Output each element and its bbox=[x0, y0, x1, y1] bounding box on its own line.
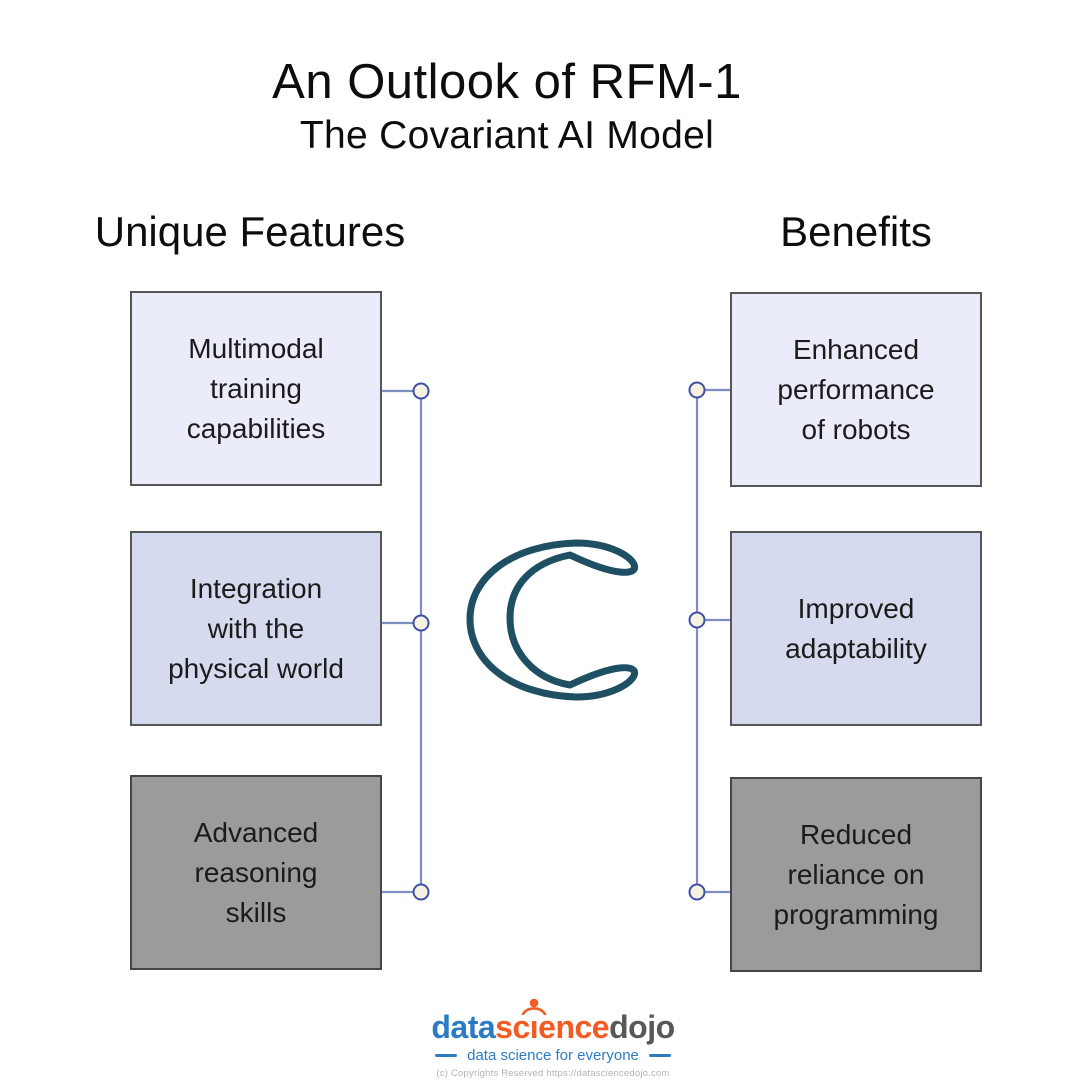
connector-node bbox=[412, 382, 430, 400]
benefit-box-reduced-programming: Reduced reliance on programming bbox=[730, 777, 982, 972]
covariant-c-logo bbox=[466, 539, 638, 701]
feature-box-physical-world-integration: Integration with the physical world bbox=[130, 531, 382, 726]
feature-box-advanced-reasoning: Advanced reasoning skills bbox=[130, 775, 382, 970]
brand-word-dojo: dojo bbox=[609, 1009, 675, 1045]
benefit-box-improved-adaptability: Improved adaptability bbox=[730, 531, 982, 726]
feature-box-multimodal-training: Multimodal training capabilities bbox=[130, 291, 382, 486]
connector-node bbox=[688, 381, 706, 399]
page-subtitle: The Covariant AI Model bbox=[299, 114, 715, 157]
connector-node bbox=[412, 614, 430, 632]
benefit-box-text: Enhanced performance of robots bbox=[777, 333, 935, 445]
connector-node bbox=[688, 611, 706, 629]
brand-word-science-suffix: ence bbox=[538, 1009, 610, 1045]
feature-box-text: Multimodal training capabilities bbox=[186, 332, 326, 444]
copyright-text: (c) Copyrights Reserved https://datascie… bbox=[436, 1068, 670, 1079]
feature-box-text: Advanced reasoning skills bbox=[193, 816, 319, 928]
dotless-i: ı bbox=[529, 1009, 539, 1045]
tagline-dash-left bbox=[435, 1054, 458, 1057]
brand-word-science-prefix: sc bbox=[495, 1009, 530, 1045]
benefit-box-enhanced-performance: Enhanced performance of robots bbox=[730, 292, 982, 487]
brand-word-data: data bbox=[431, 1009, 496, 1045]
benefit-box-text: Reduced reliance on programming bbox=[773, 818, 939, 930]
page-title: An Outlook of RFM-1 bbox=[272, 55, 742, 109]
brand-tagline: data science for everyone bbox=[467, 1047, 639, 1064]
tagline-dash-right bbox=[648, 1054, 671, 1057]
covariant-c-path bbox=[466, 539, 638, 701]
feature-box-text: Integration with the physical world bbox=[168, 572, 344, 684]
person-icon bbox=[521, 998, 547, 1015]
connector-node bbox=[688, 883, 706, 901]
brand-tagline-row: data science for everyone bbox=[435, 1047, 671, 1064]
benefit-box-text: Improved adaptability bbox=[785, 592, 927, 664]
connector-node bbox=[412, 883, 430, 901]
column-header-benefits: Benefits bbox=[780, 208, 932, 255]
brand-science-i: ı bbox=[521, 998, 547, 1045]
column-header-unique-features: Unique Features bbox=[94, 208, 406, 255]
